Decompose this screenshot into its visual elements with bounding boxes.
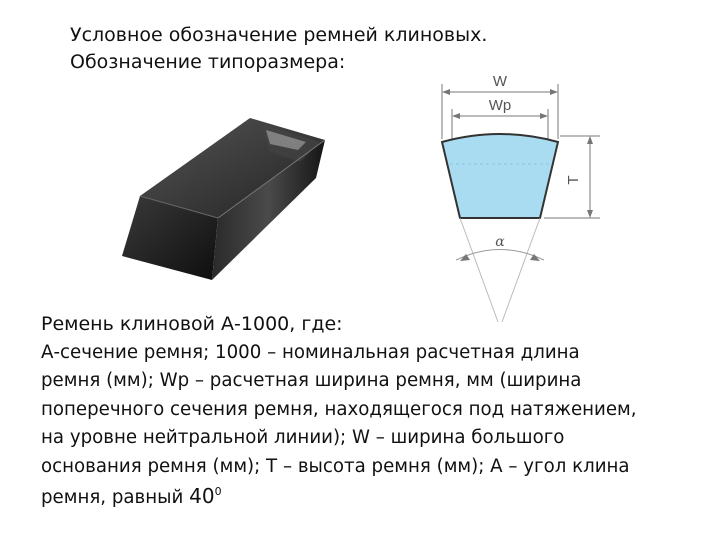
body-line-4: поперечного сечения ремня, находящегося … xyxy=(41,398,637,420)
label-angle: α xyxy=(495,234,505,250)
body-line-2: А-сечение ремня; 1000 – номинальная расч… xyxy=(41,341,580,363)
body-line-5: на уровне нейтральной линии); W – ширина… xyxy=(41,427,565,449)
body-line-7-prefix: ремня, равный xyxy=(41,486,190,508)
degree-superscript: 0 xyxy=(214,484,222,498)
body-description: Ремень клиновой А-1000, где: А-сечение р… xyxy=(41,310,717,512)
angle-arc xyxy=(455,249,545,261)
title-line-1: Условное обозначение ремней клиновых. xyxy=(70,24,488,46)
belt-section-shape xyxy=(440,133,560,219)
body-line-7: ремня, равный 400 xyxy=(41,482,717,513)
label-wp: Wp xyxy=(489,97,512,114)
wedge-line-left xyxy=(459,217,499,323)
label-t: T xyxy=(565,175,582,184)
page-title: Условное обозначение ремней клиновых. Об… xyxy=(70,22,487,76)
v-belt-photo xyxy=(122,118,326,280)
title-line-2: Обозначение типоразмера: xyxy=(70,51,346,73)
wedge-line-right xyxy=(501,217,541,323)
body-line-1: Ремень клиновой А-1000, где: xyxy=(41,313,343,335)
belt-cross-section-diagram: W Wp T α xyxy=(440,73,600,323)
body-line-3: ремня (мм); Wp – расчетная ширина ремня,… xyxy=(41,370,582,392)
label-w: W xyxy=(493,73,508,90)
body-line-6: основания ремня (мм); Т – высота ремня (… xyxy=(41,455,630,477)
angle-value: 40 xyxy=(189,483,215,508)
